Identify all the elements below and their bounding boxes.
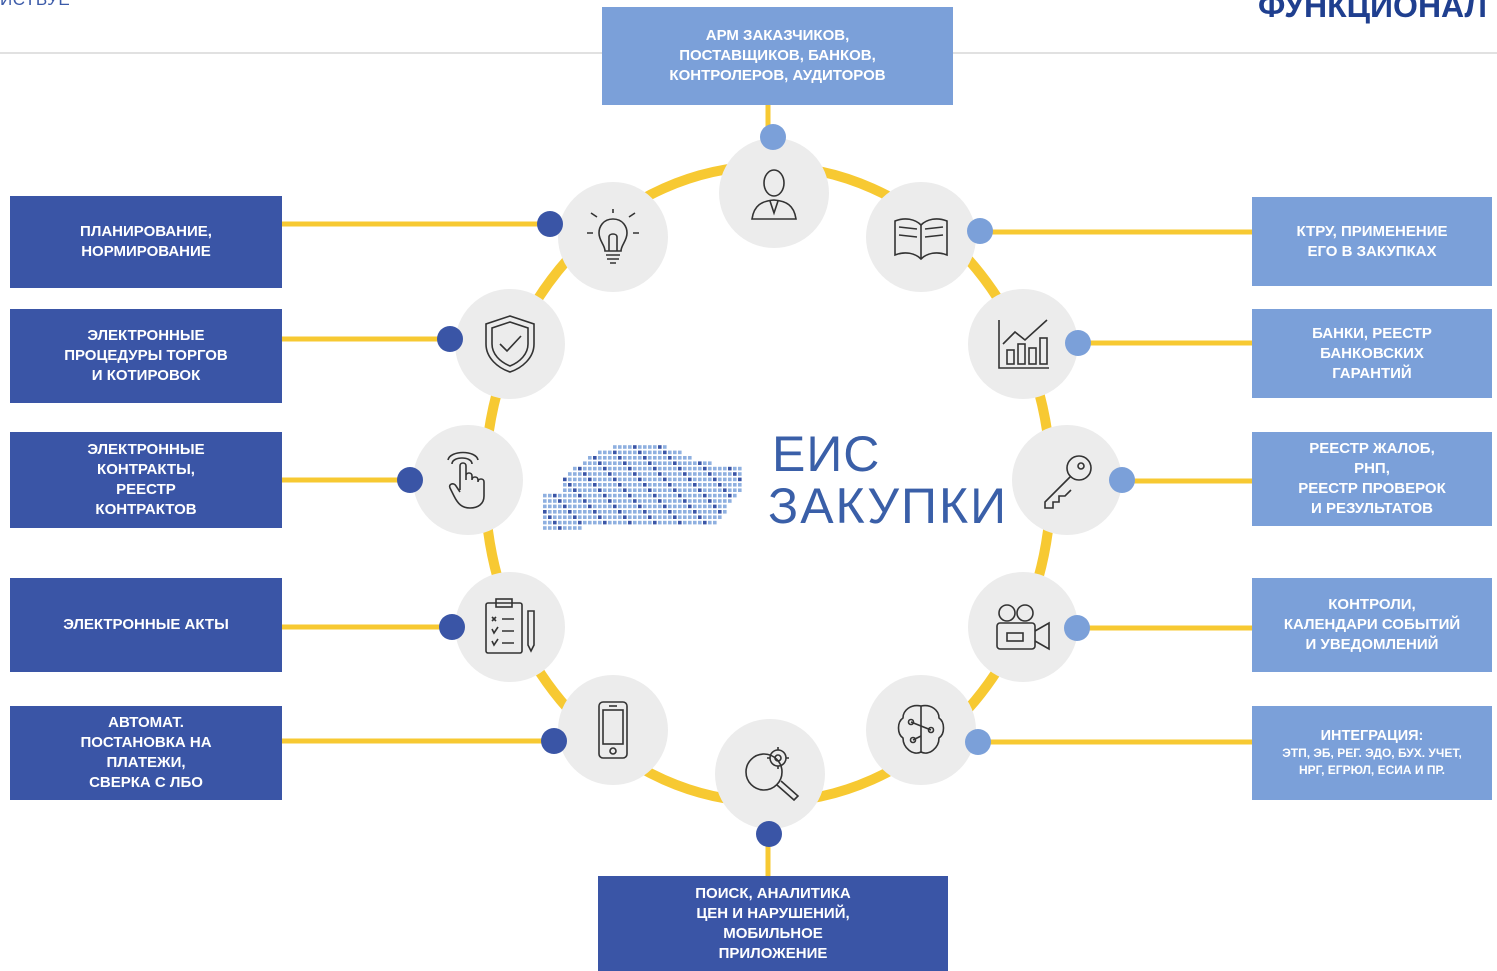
box-controls: КОНТРОЛИ, КАЛЕНДАРИ СОБЫТИЙ И УВЕДОМЛЕНИ… (1252, 578, 1492, 672)
touch-icon (413, 425, 523, 535)
book-icon (866, 182, 976, 292)
dot-left-1 (537, 211, 563, 237)
box-e-contracts-label: ЭЛЕКТРОННЫЕ КОНТРАКТЫ, РЕЕСТР КОНТРАКТОВ (87, 441, 205, 518)
box-search-analytics-label: ПОИСК, АНАЛИТИКА ЦЕН И НАРУШЕНИЙ, МОБИЛЬ… (695, 884, 851, 962)
shield-icon (455, 289, 565, 399)
box-e-acts-label: ЭЛЕКТРОННЫЕ АКТЫ (63, 616, 229, 633)
box-e-procedures: ЭЛЕКТРОННЫЕ ПРОЦЕДУРЫ ТОРГОВ И КОТИРОВОК (10, 309, 282, 403)
box-ktru-label: КТРУ, ПРИМЕНЕНИЕ ЕГО В ЗАКУПКАХ (1296, 222, 1448, 260)
search-gear-icon (715, 719, 825, 829)
mobile-icon (558, 675, 668, 785)
box-planning-label: ПЛАНИРОВАНИЕ, НОРМИРОВАНИЕ (80, 223, 212, 260)
dot-right-2 (1065, 330, 1091, 356)
box-planning: ПЛАНИРОВАНИЕ, НОРМИРОВАНИЕ (10, 196, 282, 288)
header-partial-title: ЙСТВУЕ (0, 0, 70, 10)
box-banks-label: БАНКИ, РЕЕСТР БАНКОВСКИХ ГАРАНТИЙ (1312, 324, 1432, 382)
dot-left-5 (541, 728, 567, 754)
key-icon (1012, 425, 1122, 535)
lightbulb-icon (558, 182, 668, 292)
logo-line-2: ЗАКУПКИ (768, 478, 1009, 534)
chart-icon (968, 289, 1078, 399)
box-ktru: КТРУ, ПРИМЕНЕНИЕ ЕГО В ЗАКУПКАХ (1252, 197, 1492, 286)
box-workstations: АРМ ЗАКАЗЧИКОВ, ПОСТАВЩИКОВ, БАНКОВ, КОН… (602, 7, 953, 105)
dot-left-4 (439, 614, 465, 640)
box-e-contracts: ЭЛЕКТРОННЫЕ КОНТРАКТЫ, РЕЕСТР КОНТРАКТОВ (10, 432, 282, 528)
brain-icon (866, 675, 976, 785)
box-e-procedures-label: ЭЛЕКТРОННЫЕ ПРОЦЕДУРЫ ТОРГОВ И КОТИРОВОК (64, 327, 228, 384)
box-complaints: РЕЕСТР ЖАЛОБ, РНП, РЕЕСТР ПРОВЕРОК И РЕЗ… (1252, 432, 1492, 526)
box-payments: АВТОМАТ. ПОСТАНОВКА НА ПЛАТЕЖИ, СВЕРКА С… (10, 706, 282, 800)
box-complaints-label: РЕЕСТР ЖАЛОБ, РНП, РЕЕСТР ПРОВЕРОК И РЕЗ… (1298, 440, 1446, 517)
dot-right-3 (1109, 467, 1135, 493)
logo-line-1: ЕИС (772, 426, 881, 482)
russia-map-logo (543, 445, 742, 530)
box-search-analytics: ПОИСК, АНАЛИТИКА ЦЕН И НАРУШЕНИЙ, МОБИЛЬ… (598, 876, 948, 971)
box-payments-label: АВТОМАТ. ПОСТАНОВКА НА ПЛАТЕЖИ, СВЕРКА С… (80, 714, 212, 791)
dot-right-1 (967, 218, 993, 244)
dot-right-5 (965, 729, 991, 755)
box-integration: ИНТЕГРАЦИЯ: ЭТП, ЭБ, РЕГ. ЭДО, БУХ. УЧЕТ… (1252, 706, 1492, 800)
dot-right-4 (1064, 615, 1090, 641)
box-banks: БАНКИ, РЕЕСТР БАНКОВСКИХ ГАРАНТИЙ (1252, 309, 1492, 398)
person-icon (719, 138, 829, 248)
dot-left-2 (437, 326, 463, 352)
box-integration-body: ЭТП, ЭБ, РЕГ. ЭДО, БУХ. УЧЕТ, НРГ, ЕГРЮЛ… (1282, 745, 1462, 777)
box-integration-title: ИНТЕГРАЦИЯ: (1320, 727, 1424, 744)
header-title: ФУНКЦИОНАЛ (1258, 0, 1487, 24)
box-controls-label: КОНТРОЛИ, КАЛЕНДАРИ СОБЫТИЙ И УВЕДОМЛЕНИ… (1283, 596, 1461, 653)
box-workstations-label: АРМ ЗАКАЗЧИКОВ, ПОСТАВЩИКОВ, БАНКОВ, КОН… (669, 27, 886, 84)
dot-bottom (756, 821, 782, 847)
camera-icon (968, 572, 1078, 682)
box-e-acts: ЭЛЕКТРОННЫЕ АКТЫ (10, 578, 282, 672)
dot-top (760, 124, 786, 150)
dot-left-3 (397, 467, 423, 493)
checklist-icon (455, 572, 565, 682)
